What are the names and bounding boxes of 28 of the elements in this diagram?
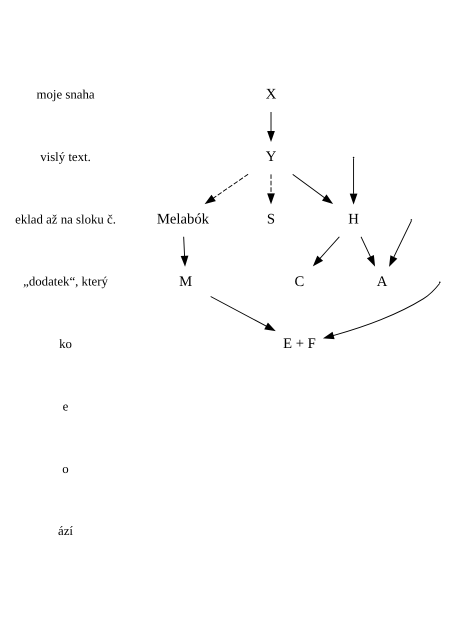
node-text: C	[294, 273, 304, 290]
node-text: X	[266, 86, 276, 102]
arrow	[322, 282, 440, 339]
label: o	[62, 461, 69, 476]
node-text: Melabók	[156, 210, 210, 227]
label: „dodatek“, který	[23, 274, 108, 288]
label: e	[62, 398, 68, 413]
arrow	[312, 236, 340, 266]
arrow	[267, 111, 275, 142]
arrow	[267, 173, 275, 204]
node-text: Y	[266, 148, 276, 165]
label: ází	[58, 524, 74, 538]
arrow	[389, 220, 412, 266]
arrow	[180, 236, 188, 266]
label: moje snaha	[36, 87, 95, 102]
arrow	[204, 173, 249, 204]
node-text: H	[348, 210, 359, 227]
arrow	[210, 296, 276, 331]
node-text: E + F	[283, 336, 316, 352]
arrow	[292, 173, 334, 204]
label: vislý text.	[40, 149, 91, 164]
node-text: S	[266, 210, 276, 227]
label: eklad až na sloku č.	[15, 212, 116, 226]
label: ko	[59, 336, 72, 351]
node-text: M	[179, 273, 192, 290]
arrow	[350, 158, 358, 204]
node-text: A	[376, 273, 388, 290]
arrow	[360, 236, 376, 266]
